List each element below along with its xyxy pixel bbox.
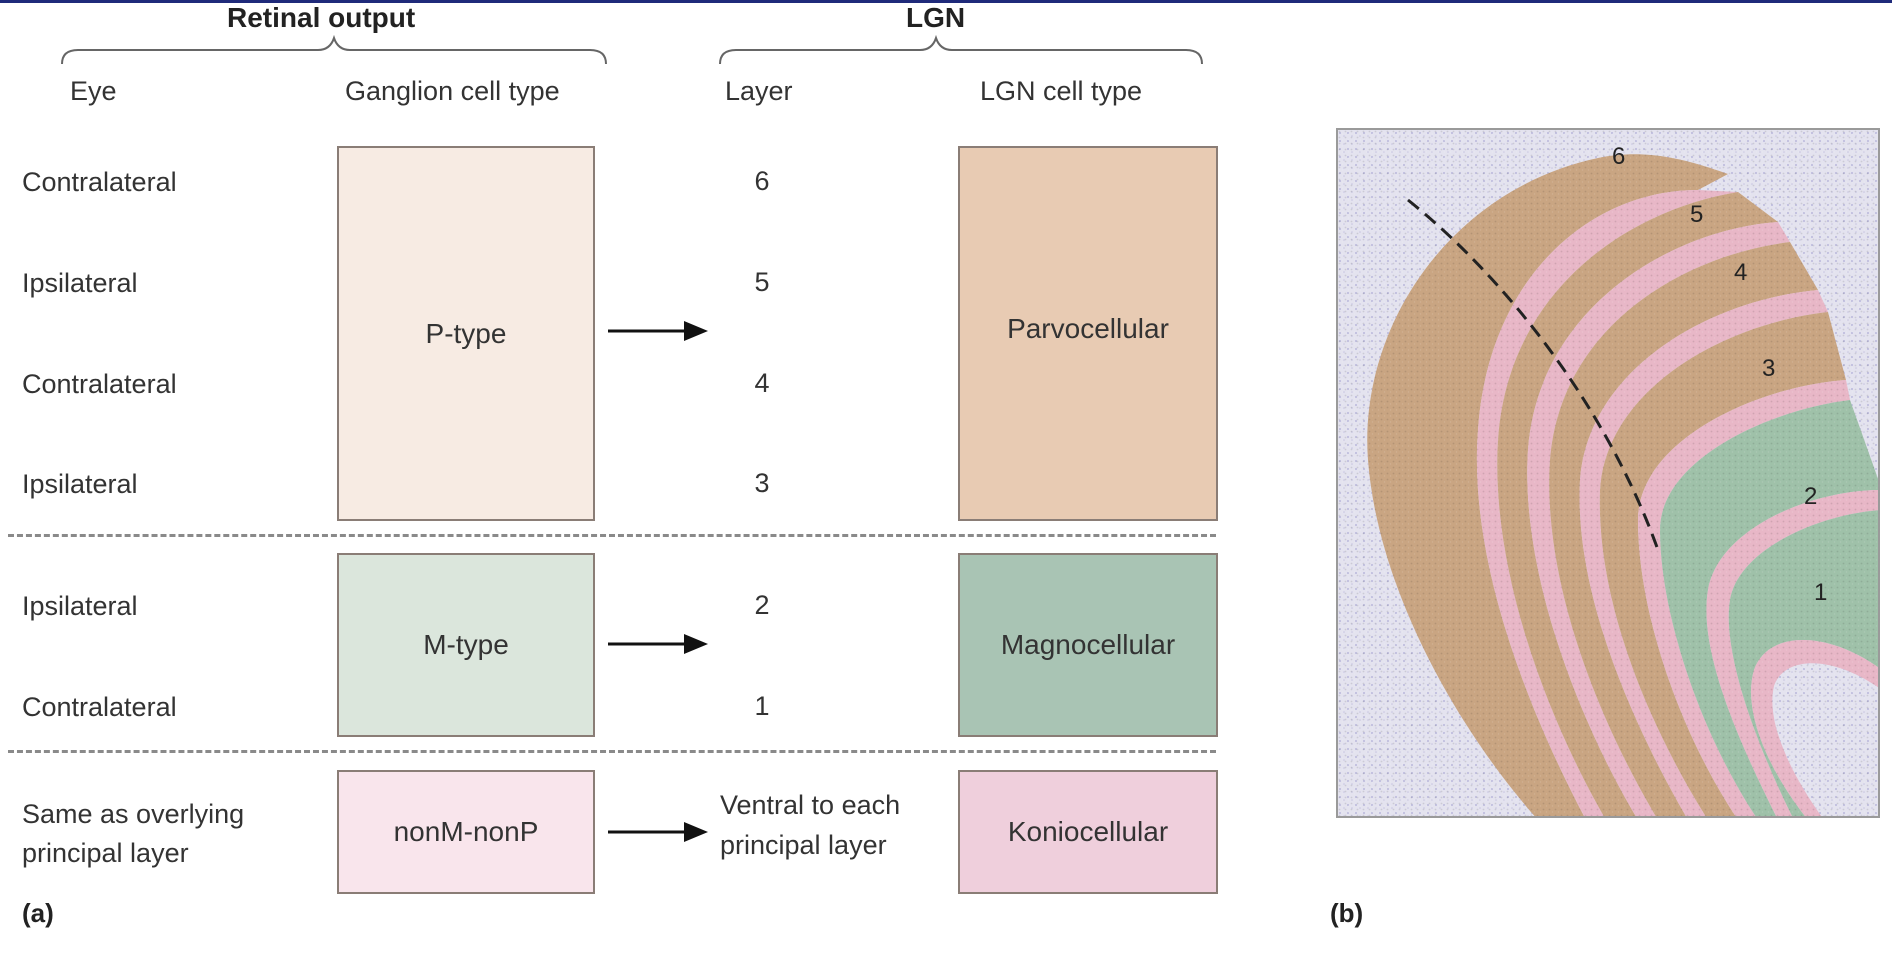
panel-a-label: (a) xyxy=(22,898,54,928)
magnocellular-box: Magnocellular xyxy=(958,553,1218,737)
top-border xyxy=(0,0,1892,3)
micrograph-layer-5: 5 xyxy=(1690,201,1703,228)
parvocellular-label: Parvocellular xyxy=(1007,312,1169,344)
eye-row-layer4: Contralateral xyxy=(22,369,177,399)
layer-number-3: 3 xyxy=(754,468,770,498)
eye-row-layer1: Contralateral xyxy=(22,692,177,722)
p-type-ganglion-box: P-type xyxy=(337,146,595,521)
nonm-nonp-ganglion-box: nonM-nonP xyxy=(337,770,595,894)
layer-number-2: 2 xyxy=(754,590,770,620)
micrograph-layer-3: 3 xyxy=(1762,355,1775,382)
eye-column-header: Eye xyxy=(70,76,117,106)
ganglion-column-header: Ganglion cell type xyxy=(345,76,560,106)
p-type-label: P-type xyxy=(425,317,507,349)
micrograph-layer-2: 2 xyxy=(1804,483,1817,510)
eye-row-konio-line2: principal layer xyxy=(22,838,189,868)
eye-row-layer2: Ipsilateral xyxy=(22,591,138,621)
nonm-nonp-label: nonM-nonP xyxy=(393,816,539,847)
p-pathway-arrow xyxy=(608,321,708,341)
magno-konio-divider xyxy=(8,750,1216,753)
layer-number-5: 5 xyxy=(754,267,770,297)
parvocellular-box: Parvocellular xyxy=(958,146,1218,521)
parvo-magno-divider xyxy=(8,534,1216,537)
electrode-track xyxy=(1407,198,1660,551)
m-type-ganglion-box: M-type xyxy=(337,553,595,737)
magnocellular-label: Magnocellular xyxy=(1000,629,1176,660)
eye-row-layer5: Ipsilateral xyxy=(22,268,138,298)
retinal-output-brace xyxy=(61,34,607,65)
eye-row-konio-line1: Same as overlying xyxy=(22,799,245,829)
lgn-layers-illustration: 6 5 4 3 2 1 xyxy=(1338,130,1878,816)
konio-pathway-arrow xyxy=(608,822,708,842)
micrograph-layer-1: 1 xyxy=(1814,579,1827,606)
layer-konio-line2: principal layer xyxy=(720,830,887,860)
lgn-brace xyxy=(719,34,1203,65)
panel-b-label: (b) xyxy=(1330,898,1364,928)
micrograph-layer-4: 4 xyxy=(1734,259,1747,286)
koniocellular-box: Koniocellular xyxy=(958,770,1218,894)
m-type-label: M-type xyxy=(423,629,509,660)
micrograph-layer-6: 6 xyxy=(1612,143,1625,170)
layer-konio-line1: Ventral to each xyxy=(720,790,901,820)
retinal-output-header: Retinal output xyxy=(227,2,416,33)
layer-column-header: Layer xyxy=(725,76,793,106)
layer-number-1: 1 xyxy=(754,691,770,721)
eye-row-layer6: Contralateral xyxy=(22,167,177,197)
layer-number-4: 4 xyxy=(754,368,770,398)
group-braces xyxy=(61,34,1203,65)
koniocellular-label: Koniocellular xyxy=(1007,816,1169,847)
lgn-cell-column-header: LGN cell type xyxy=(980,76,1143,106)
eye-row-layer3: Ipsilateral xyxy=(22,469,138,499)
lgn-micrograph: 6 5 4 3 2 1 xyxy=(1336,128,1880,818)
m-pathway-arrow xyxy=(608,634,708,654)
layer-number-6: 6 xyxy=(754,166,770,196)
lgn-header: LGN xyxy=(906,2,966,33)
